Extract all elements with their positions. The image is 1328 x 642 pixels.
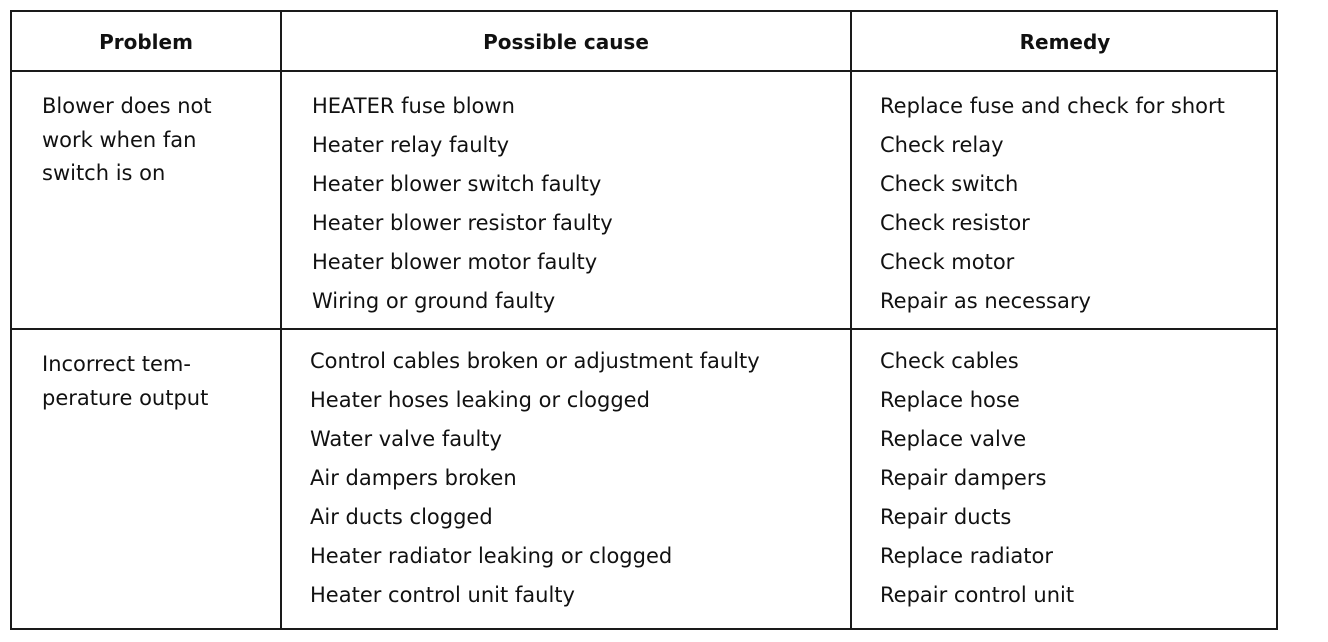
column-divider-1 (280, 12, 282, 628)
header-problem: Problem (99, 30, 193, 54)
remedy-item: Repair control unit (880, 583, 1075, 607)
remedy-item: Replace valve (880, 427, 1027, 451)
header-remedy: Remedy (1019, 30, 1111, 54)
remedy-item: Replace hose (880, 388, 1020, 412)
header-cause: Possible cause (483, 30, 649, 54)
remedy-item: Repair as necessary (880, 289, 1091, 313)
problem-cell: Incorrect tem- perature output (42, 352, 209, 410)
cause-item: Heater blower resistor faulty (312, 211, 613, 235)
remedy-item: Check switch (880, 172, 1019, 196)
cause-item: Air dampers broken (310, 466, 517, 490)
cause-item: Heater blower motor faulty (312, 250, 598, 274)
column-divider-2 (850, 12, 852, 628)
cause-item: Wiring or ground faulty (312, 289, 556, 313)
remedy-item: Check cables (880, 349, 1019, 373)
cause-item: Heater control unit faulty (310, 583, 575, 607)
row-divider (12, 328, 1276, 330)
remedy-item: Replace fuse and check for short (880, 94, 1225, 118)
remedy-item: Repair ducts (880, 505, 1012, 529)
remedy-item: Repair dampers (880, 466, 1047, 490)
remedy-item: Check resistor (880, 211, 1030, 235)
cause-item: Heater blower switch faulty (312, 172, 602, 196)
cause-item: Air ducts clogged (310, 505, 493, 529)
remedy-item: Check relay (880, 133, 1004, 157)
remedy-item: Check motor (880, 250, 1015, 274)
cause-item: HEATER fuse blown (312, 94, 515, 118)
header-divider (12, 70, 1276, 72)
cause-item: Control cables broken or adjustment faul… (310, 349, 760, 373)
cause-item: Heater relay faulty (312, 133, 510, 157)
troubleshooting-table: Problem Possible cause Remedy Blower doe… (10, 10, 1278, 630)
problem-cell: Blower does not work when fan switch is … (42, 94, 212, 185)
cause-item: Heater hoses leaking or clogged (310, 388, 650, 412)
cause-item: Water valve faulty (310, 427, 502, 451)
remedy-item: Replace radiator (880, 544, 1053, 568)
cause-item: Heater radiator leaking or clogged (310, 544, 673, 568)
